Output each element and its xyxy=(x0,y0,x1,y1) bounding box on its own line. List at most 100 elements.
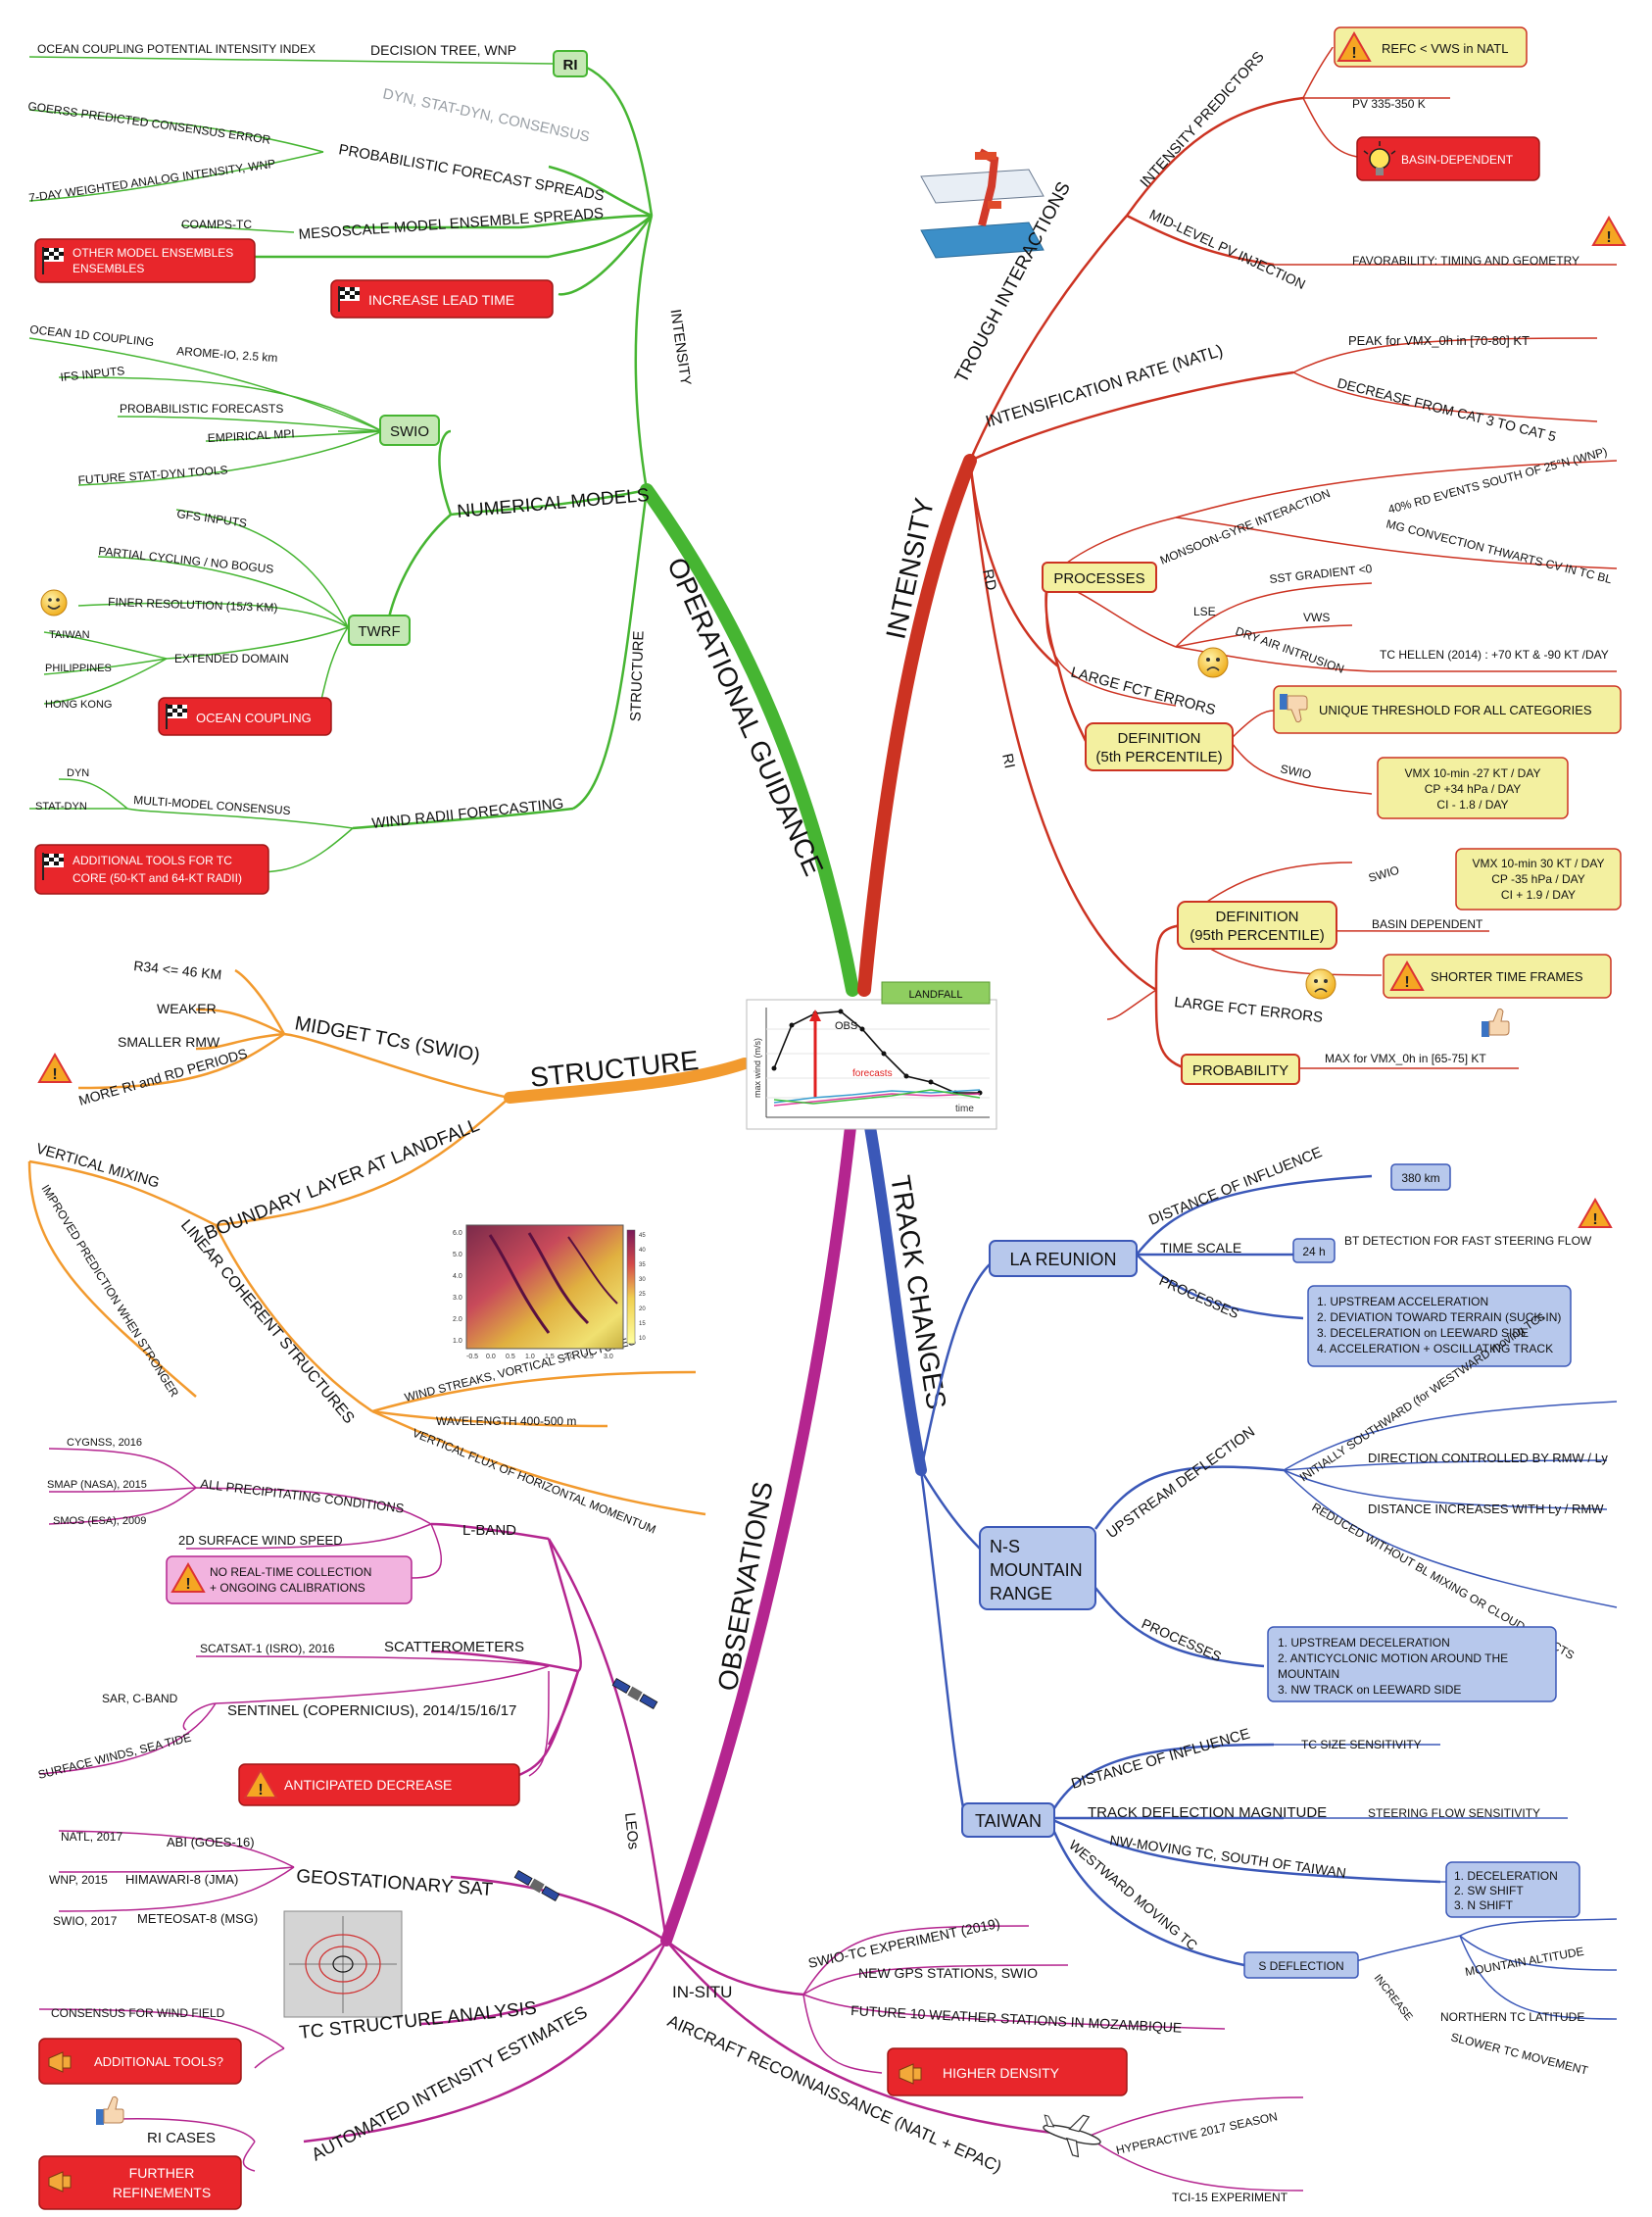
intensity-section xyxy=(968,96,1304,1070)
additional-tools-box[interactable]: ADDITIONAL TOOLS? xyxy=(38,2038,242,2085)
satellite-icon xyxy=(513,1869,560,1902)
st-more-ri-rd: MORE RI and RD PERIODS xyxy=(76,1045,249,1108)
track-section xyxy=(919,1174,1441,1967)
int-dry-air: DRY AIR INTRUSION xyxy=(1234,624,1346,676)
warning-triangle-icon: ! xyxy=(1591,215,1627,246)
svg-text:40: 40 xyxy=(639,1248,646,1254)
checkered-flag-icon xyxy=(338,286,360,312)
svg-text:+ ONGOING CALIBRATIONS: + ONGOING CALIBRATIONS xyxy=(210,1581,365,1595)
svg-text:20: 20 xyxy=(639,1306,646,1312)
svg-text:3. NW TRACK on LEEWARD SIDE: 3. NW TRACK on LEEWARD SIDE xyxy=(1278,1683,1461,1697)
svg-text:6.0: 6.0 xyxy=(453,1230,462,1237)
ocean-coupling-box[interactable]: OCEAN COUPLING xyxy=(158,697,332,736)
ri-node[interactable]: RI xyxy=(553,50,588,77)
svg-text:S DEFLECTION: S DEFLECTION xyxy=(1258,1959,1343,1973)
ob-in-situ: IN-SITU xyxy=(672,1983,732,2001)
landfall-tag-label: LANDFALL xyxy=(908,989,962,1001)
og-numerical-models: NUMERICAL MODELS xyxy=(457,485,651,522)
int-vws: VWS xyxy=(1303,611,1330,624)
svg-text:CP -35 hPa / DAY: CP -35 hPa / DAY xyxy=(1491,872,1585,886)
svg-text:RANGE: RANGE xyxy=(990,1584,1052,1603)
ns-processes-box: 1. UPSTREAM DECELERATION 2. ANTICYCLONIC… xyxy=(1267,1626,1557,1702)
tr-track-deflection: TRACK DEFLECTION MAGNITUDE xyxy=(1088,1804,1327,1821)
ob-smos: SMOS (ESA), 2009 xyxy=(53,1515,146,1527)
ob-wnp-2015: WNP, 2015 xyxy=(49,1873,108,1887)
track-main-branch xyxy=(864,1121,927,1476)
svg-text:0.0: 0.0 xyxy=(486,1354,496,1360)
smiley-face-icon xyxy=(40,589,68,616)
int-predictors: INTENSITY PREDICTORS xyxy=(1137,48,1267,190)
intensity-leaf-lines xyxy=(1045,46,1618,1069)
refc-box[interactable]: ! REFC < VWS in NATL xyxy=(1334,26,1528,68)
st-weaker: WEAKER xyxy=(157,1001,217,1016)
probability-node[interactable]: PROBABILITY xyxy=(1181,1054,1300,1085)
svg-text:25: 25 xyxy=(639,1292,646,1298)
rd-processes-node[interactable]: PROCESSES xyxy=(1042,562,1157,593)
unique-threshold-box[interactable]: UNIQUE THRESHOLD FOR ALL CATEGORIES xyxy=(1273,685,1622,734)
tr-taiwan-doi: DISTANCE OF INFLUENCE xyxy=(1069,1725,1251,1792)
intensity-main-branch xyxy=(857,454,977,997)
svg-text:4. ACCELERATION + OSCILLATING: 4. ACCELERATION + OSCILLATING TRACK xyxy=(1317,1342,1553,1355)
svg-text:!: ! xyxy=(1404,974,1409,991)
int-basin-dep: BASIN DEPENDENT xyxy=(1372,917,1483,931)
megaphone-icon xyxy=(48,2171,72,2192)
int-decrease: DECREASE FROM CAT 3 TO CAT 5 xyxy=(1336,374,1558,444)
other-ensembles-box[interactable]: OTHER MODEL ENSEMBLES ENSEMBLES xyxy=(34,238,256,283)
tr-direction-controlled: DIRECTION CONTROLLED BY RMW / Ly xyxy=(1368,1451,1608,1465)
int-ri-swio: SWIO xyxy=(1367,863,1401,885)
basin-dependent-box[interactable]: BASIN-DEPENDENT xyxy=(1356,136,1540,181)
svg-text:4.0: 4.0 xyxy=(453,1273,462,1280)
rd-definition-node[interactable]: DEFINITION (5th PERCENTILE) xyxy=(1085,722,1234,771)
additional-tools-core-box[interactable]: ADDITIONAL TOOLS FOR TC CORE (50-KT and … xyxy=(34,844,269,895)
higher-density-box[interactable]: HIGHER DENSITY xyxy=(887,2047,1128,2096)
obs-section xyxy=(303,1522,1089,2143)
anticipated-decrease-box[interactable]: ! ANTICIPATED DECREASE xyxy=(238,1763,520,1806)
svg-text:3.0: 3.0 xyxy=(604,1354,613,1360)
og-philippines: PHILIPPINES xyxy=(45,663,112,674)
svg-text:ENSEMBLES: ENSEMBLES xyxy=(73,262,144,275)
svg-text:24 h: 24 h xyxy=(1302,1245,1325,1258)
svg-text:2. DEVIATION TOWARD TERRAIN (S: 2. DEVIATION TOWARD TERRAIN (SUCK-IN) xyxy=(1317,1310,1561,1324)
svg-text:VMX 10-min 30 KT / DAY: VMX 10-min 30 KT / DAY xyxy=(1473,857,1605,870)
no-realtime-box[interactable]: ! NO REAL-TIME COLLECTION + ONGOING CALI… xyxy=(166,1555,413,1604)
og-main-branch xyxy=(640,483,859,997)
shorter-time-frames-box[interactable]: ! SHORTER TIME FRAMES xyxy=(1383,954,1612,999)
tr-steering-sensitivity: STEERING FLOW SENSITIVITY xyxy=(1368,1806,1540,1820)
svg-text:max wind (m/s): max wind (m/s) xyxy=(753,1038,762,1098)
svg-text:UNIQUE THRESHOLD FOR ALL CATEG: UNIQUE THRESHOLD FOR ALL CATEGORIES xyxy=(1319,703,1592,717)
int-mg-convection: MG CONVECTION THWARTS CV IN TC BL xyxy=(1385,517,1614,586)
int-max-vmx: MAX for VMX_0h in [65-75] KT xyxy=(1325,1052,1486,1065)
tr-bt-detection: BT DETECTION FOR FAST STEERING FLOW xyxy=(1344,1234,1592,1248)
og-partial-cycling: PARTIAL CYCLING / NO BOGUS xyxy=(98,544,274,576)
ob-tci15: TCI-15 EXPERIMENT xyxy=(1172,2191,1288,2204)
structure-section xyxy=(27,968,706,1516)
int-sst: SST GRADIENT <0 xyxy=(1269,562,1373,586)
svg-text:5.0: 5.0 xyxy=(453,1252,462,1258)
svg-text:2. ANTICYCLONIC MOTION AROUND: 2. ANTICYCLONIC MOTION AROUND THE xyxy=(1278,1651,1508,1665)
swio-node[interactable]: SWIO xyxy=(379,415,440,446)
og-wind-radii: WIND RADII FORECASTING xyxy=(371,796,564,832)
ob-himawari: HIMAWARI-8 (JMA) xyxy=(125,1872,238,1887)
ns-mountain-node[interactable]: N-S MOUNTAIN RANGE xyxy=(979,1526,1096,1610)
svg-text:time: time xyxy=(955,1104,974,1114)
tr-tc-size: TC SIZE SENSITIVITY xyxy=(1301,1738,1422,1751)
la-reunion-node[interactable]: LA REUNION xyxy=(989,1240,1138,1277)
airplane-icon xyxy=(1043,2114,1101,2158)
svg-text:OBS: OBS xyxy=(835,1020,857,1032)
svg-text:OTHER MODEL ENSEMBLES: OTHER MODEL ENSEMBLES xyxy=(73,246,233,260)
tr-distance-increases: DISTANCE INCREASES WITH Ly / RMW xyxy=(1368,1502,1604,1516)
warning-triangle-icon: ! xyxy=(1389,960,1425,991)
increase-lead-time-box[interactable]: INCREASE LEAD TIME xyxy=(330,279,554,319)
ri-definition-node[interactable]: DEFINITION (95th PERCENTILE) xyxy=(1177,901,1337,950)
warning-triangle-icon: ! xyxy=(37,1052,73,1083)
inset-y-ticks: 6.0 5.0 4.0 3.0 2.0 1.0 xyxy=(453,1230,462,1345)
svg-text:NO REAL-TIME COLLECTION: NO REAL-TIME COLLECTION xyxy=(210,1565,371,1579)
further-refinements-box[interactable]: FURTHER REFINEMENTS xyxy=(38,2155,242,2210)
og-intensity-branch-label: INTENSITY xyxy=(667,308,695,386)
taiwan-node[interactable]: TAIWAN xyxy=(961,1802,1055,1838)
ob-gps: NEW GPS STATIONS, SWIO xyxy=(858,1965,1038,1981)
ob-ri-cases: RI CASES xyxy=(147,2130,216,2146)
structure-main-branch xyxy=(504,1058,751,1104)
megaphone-icon xyxy=(899,2063,922,2085)
twrf-node[interactable]: TWRF xyxy=(348,615,411,646)
